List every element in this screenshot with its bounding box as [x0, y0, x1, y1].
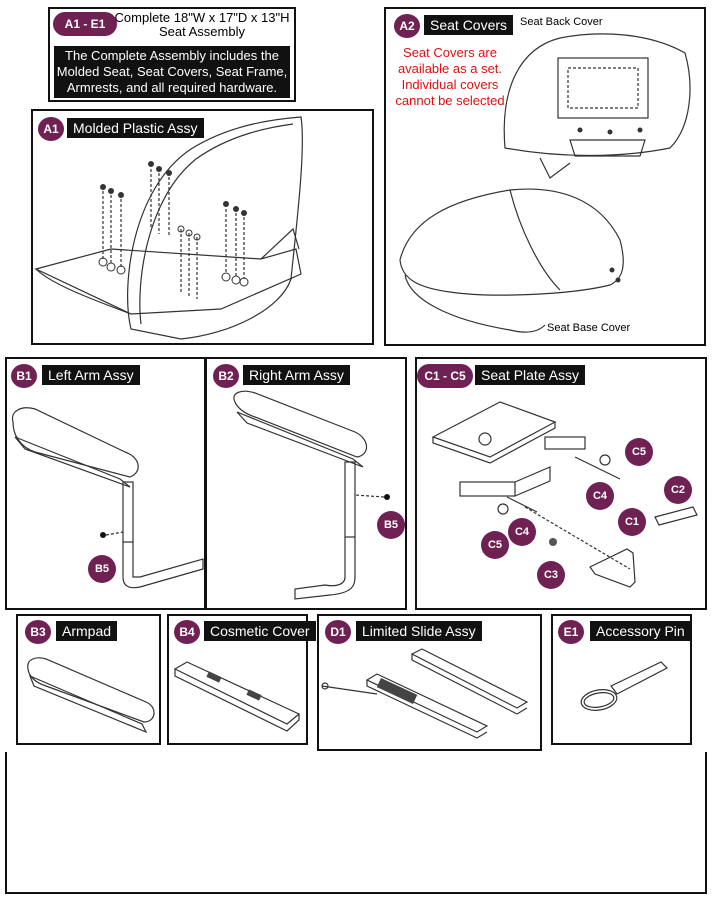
- badge-b4: B4: [174, 620, 200, 644]
- armpad-drawing: [27, 657, 155, 734]
- empty-bottom-panel: [5, 752, 707, 894]
- assembly-description: The Complete Assembly includes the Molde…: [54, 46, 290, 98]
- callout-c5-lower: C5: [481, 531, 509, 559]
- badge-a1: A1: [38, 117, 64, 141]
- label-e1: Accessory Pin: [590, 621, 691, 641]
- limited-slide-drawing: [321, 648, 529, 739]
- label-b1: Left Arm Assy: [42, 365, 140, 385]
- seat-covers-note: Seat Covers are available as a set. Indi…: [388, 45, 512, 109]
- label-a1: Molded Plastic Assy: [67, 118, 204, 138]
- description-line-3: Armrests, and all required hardware.: [66, 80, 278, 95]
- callout-c1: C1: [618, 508, 646, 536]
- panel-b2[interactable]: [205, 357, 407, 610]
- seat-base-cover-drawing: [399, 188, 624, 333]
- label-b4: Cosmetic Cover: [204, 621, 316, 641]
- label-d1: Limited Slide Assy: [356, 621, 482, 641]
- badge-a2: A2: [394, 14, 420, 38]
- badge-b3: B3: [25, 620, 51, 644]
- badge-c1-c5: C1 - C5: [417, 364, 473, 388]
- description-line-1: The Complete Assembly includes the: [65, 48, 279, 63]
- complete-assembly-title: Complete 18"W x 17"D x 13"H Seat Assembl…: [112, 11, 292, 39]
- title-line-1: Complete 18"W x 17"D x 13"H: [114, 10, 290, 25]
- seat-back-cover-label: Seat Back Cover: [520, 16, 603, 28]
- badge-d1: D1: [325, 620, 351, 644]
- note-line-3: Individual covers: [401, 77, 499, 92]
- label-b2: Right Arm Assy: [243, 365, 350, 385]
- callout-c4-lower: C4: [508, 518, 536, 546]
- badge-b2: B2: [213, 364, 239, 388]
- callout-b5-left: B5: [88, 555, 116, 583]
- label-a2: Seat Covers: [424, 15, 514, 35]
- note-line-1: Seat Covers are: [403, 45, 497, 60]
- callout-c5-upper: C5: [625, 438, 653, 466]
- seat-plate-drawing: [431, 401, 698, 588]
- description-line-2: Molded Seat, Seat Covers, Seat Frame,: [56, 64, 288, 79]
- accessory-pin-drawing: [580, 661, 669, 711]
- right-arm-drawing: [233, 390, 390, 600]
- badge-b1: B1: [11, 364, 37, 388]
- badge-e1: E1: [558, 620, 584, 644]
- panel-a1[interactable]: [31, 109, 374, 345]
- title-line-2: Seat Assembly: [159, 24, 245, 39]
- callout-c2: C2: [664, 476, 692, 504]
- callout-b5-right: B5: [377, 511, 405, 539]
- seat-back-cover-drawing: [503, 33, 691, 179]
- callout-c4-upper: C4: [586, 482, 614, 510]
- seat-base-cover-label: Seat Base Cover: [547, 322, 631, 334]
- left-arm-drawing: [11, 407, 204, 589]
- note-line-4: cannot be selected: [395, 93, 505, 108]
- label-b3: Armpad: [56, 621, 118, 641]
- note-line-2: available as a set.: [397, 61, 503, 76]
- label-c: Seat Plate Assy: [475, 365, 586, 385]
- badge-a1-e1: A1 - E1: [53, 12, 117, 36]
- molded-seat-drawing: [34, 116, 303, 340]
- callout-c3: C3: [537, 561, 565, 589]
- cosmetic-cover-drawing: [173, 661, 301, 732]
- complete-assembly-panel: Complete 18"W x 17"D x 13"H Seat Assembl…: [48, 7, 296, 102]
- panel-a2[interactable]: [384, 7, 706, 346]
